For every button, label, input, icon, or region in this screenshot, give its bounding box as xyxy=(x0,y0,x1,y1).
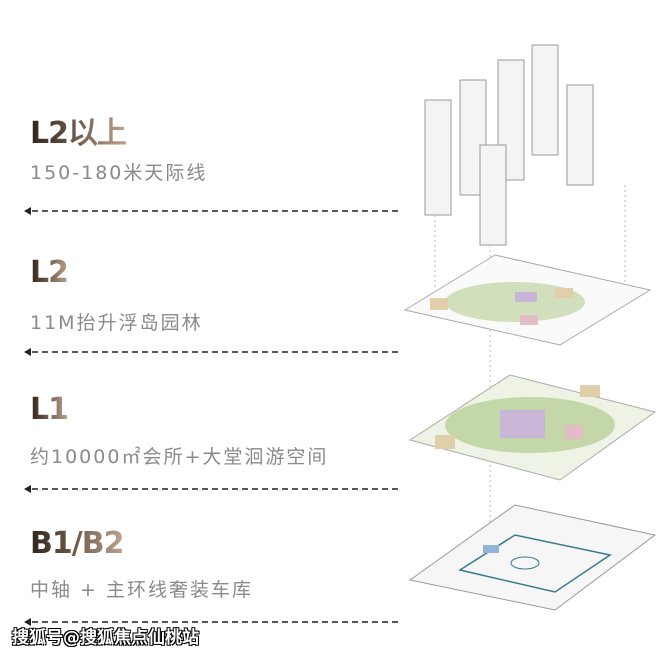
level-subtitle-l1: 约10000㎡会所+大堂洄游空间 xyxy=(30,446,329,468)
watermark: 搜狐号@搜狐焦点仙桃站 xyxy=(12,628,199,648)
dashed-arrow-3 xyxy=(24,485,402,493)
tower xyxy=(424,99,452,216)
level-subtitle-l2: 11M抬升浮岛园林 xyxy=(30,312,203,334)
exploded-axonometric-illustration xyxy=(403,44,657,611)
tower xyxy=(479,144,507,246)
tower xyxy=(531,44,559,156)
l1-clubhouse-layer xyxy=(408,374,657,481)
level-title-b1-b2: B1/B2 xyxy=(30,526,124,561)
dashed-arrow-1 xyxy=(24,207,402,215)
tower xyxy=(566,84,594,186)
level-title-above-l2: L2以上 xyxy=(30,108,127,152)
level-subtitle-above-l2: 150-180米天际线 xyxy=(30,162,208,184)
towers xyxy=(424,44,594,246)
level-title-l1: L1 xyxy=(30,392,69,427)
l2-garden-layer xyxy=(403,254,652,346)
dashed-arrow-2 xyxy=(24,348,402,356)
dashed-arrow-4 xyxy=(24,618,402,626)
b1-b2-garage-layer xyxy=(408,504,657,611)
level-subtitle-b1-b2: 中轴 + 主环线奢装车库 xyxy=(30,579,253,601)
level-title-l2: L2 xyxy=(30,255,69,290)
